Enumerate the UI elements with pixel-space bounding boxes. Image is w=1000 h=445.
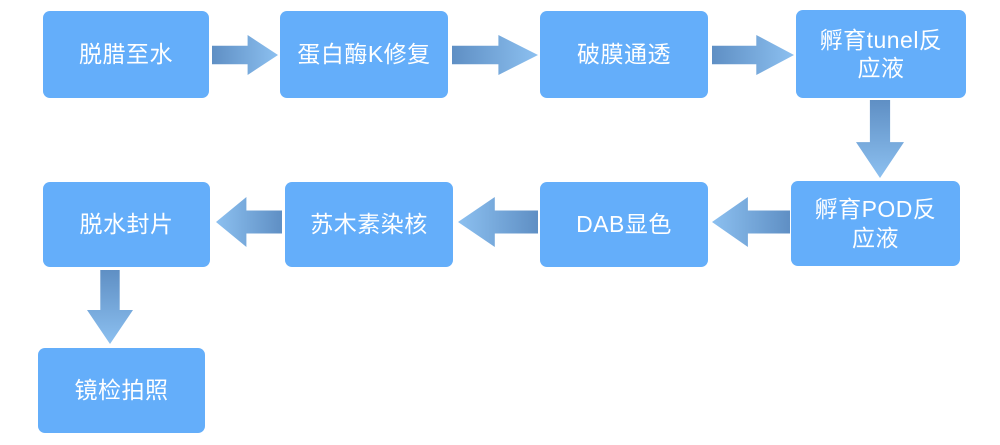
arrow-left-n6-to-n7 [458, 197, 538, 247]
flow-node-n7[interactable]: 苏木素染核 [285, 182, 453, 267]
flow-node-label: 蛋白酶K修复 [297, 41, 431, 68]
flow-node-n9[interactable]: 镜检拍照 [38, 348, 205, 433]
arrow-right-n3-to-n4 [712, 35, 794, 75]
flow-node-n8[interactable]: 脱水封片 [43, 182, 210, 267]
arrow-left-n7-to-n8 [216, 197, 282, 247]
flow-node-n6[interactable]: DAB显色 [540, 182, 708, 267]
flow-node-label: DAB显色 [576, 211, 672, 238]
flow-node-label: 镜检拍照 [74, 377, 169, 404]
flow-node-label: 脱腊至水 [79, 41, 173, 68]
arrow-right-n1-to-n2 [212, 35, 278, 75]
arrow-left-n5-to-n6 [712, 197, 790, 247]
flow-node-n3[interactable]: 破膜通透 [540, 11, 708, 98]
flow-node-label: 苏木素染核 [310, 211, 428, 238]
flow-node-n1[interactable]: 脱腊至水 [43, 11, 209, 98]
flow-node-label: 破膜通透 [577, 41, 671, 68]
flow-node-n4[interactable]: 孵育tunel反 应液 [796, 10, 966, 98]
arrow-down-n4-to-n5 [856, 100, 904, 178]
flow-node-label: 脱水封片 [79, 211, 174, 238]
flow-node-n5[interactable]: 孵育POD反 应液 [791, 181, 960, 266]
flow-node-label: 孵育tunel反 应液 [819, 26, 943, 81]
arrow-right-n2-to-n3 [452, 35, 538, 75]
flow-node-label: 孵育POD反 应液 [814, 196, 937, 251]
flow-node-n2[interactable]: 蛋白酶K修复 [280, 11, 448, 98]
arrow-down-n8-to-n9 [87, 270, 133, 344]
